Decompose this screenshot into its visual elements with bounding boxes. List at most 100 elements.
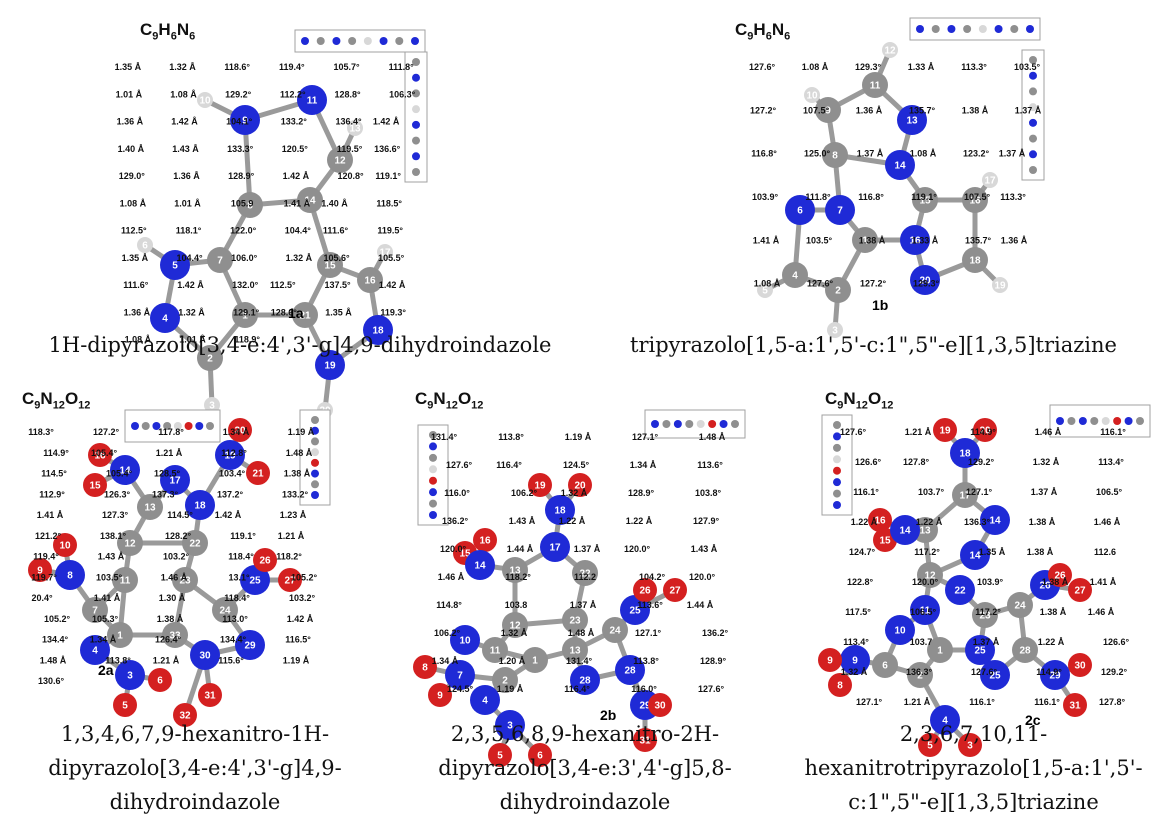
- svg-text:7: 7: [217, 256, 223, 267]
- svg-text:5: 5: [172, 261, 178, 272]
- measurement-label: 128.8°: [334, 89, 361, 99]
- measurement-label: 103.2°: [289, 593, 316, 603]
- molecule-1a-diagram: 9111210138147121155423616171819201.35 Å1…: [115, 29, 428, 418]
- measurement-label: 127.1°: [635, 628, 662, 638]
- measurement-label: 128.9°: [700, 656, 727, 666]
- atom-c-1: 1: [232, 302, 258, 328]
- svg-text:4: 4: [162, 314, 168, 325]
- measurement-label: 103.5°: [96, 572, 123, 582]
- measurement-label: 137.3°: [152, 489, 179, 499]
- measurement-label: 1.36 Å: [124, 307, 151, 317]
- svg-text:3: 3: [507, 721, 513, 732]
- svg-text:18: 18: [372, 326, 384, 337]
- atom-o-5: 5: [918, 733, 942, 757]
- measurement-label: 129.3°: [913, 279, 940, 289]
- svg-text:11: 11: [920, 606, 931, 617]
- atom-n-6: 6: [785, 195, 815, 225]
- measurement-label: 133.3°: [227, 144, 254, 154]
- svg-text:20: 20: [919, 276, 931, 287]
- atom-c-1: 1: [107, 622, 133, 648]
- svg-text:30: 30: [654, 701, 666, 712]
- svg-text:14: 14: [894, 161, 906, 172]
- measurement-label: 103.8°: [695, 488, 722, 498]
- measurement-label: 135.7°: [909, 105, 936, 115]
- atom-o-20: 20: [568, 473, 592, 497]
- measurement-label: 131.4°: [431, 432, 458, 442]
- measurement-label: 105.3°: [92, 614, 119, 624]
- atom-o-6: 6: [148, 668, 172, 692]
- measurement-label: 103.9°: [752, 192, 779, 202]
- measurement-label: 129.2°: [968, 457, 995, 467]
- measurement-label: 116.8°: [858, 192, 884, 202]
- svg-text:18: 18: [969, 256, 981, 267]
- svg-text:29: 29: [244, 641, 256, 652]
- measurement-label: 106.5°: [910, 607, 937, 617]
- measurement-label: 137.5°: [324, 280, 351, 290]
- measurement-label: 133.2°: [281, 117, 308, 127]
- measurement-label: 20.4°: [31, 593, 53, 603]
- measurement-label: 111.6°: [323, 226, 349, 236]
- atom-o-15: 15: [83, 473, 107, 497]
- svg-text:21: 21: [299, 311, 311, 322]
- measurement-label: 1.21 Å: [904, 697, 931, 707]
- svg-text:8: 8: [67, 571, 73, 582]
- atom-o-31: 31: [633, 728, 657, 752]
- measurement-label: 127.6°: [446, 460, 473, 470]
- atom-c-1: 1: [852, 227, 878, 253]
- svg-text:23: 23: [179, 576, 191, 587]
- measurement-label: 116.4°: [564, 684, 590, 694]
- svg-text:12: 12: [884, 46, 896, 57]
- atom-o-26: 26: [253, 548, 277, 572]
- atom-n-14: 14: [110, 455, 140, 485]
- measurement-label: 130.6°: [38, 676, 65, 686]
- svg-text:6: 6: [537, 751, 543, 762]
- atom-c-12: 12: [117, 530, 143, 556]
- measurement-label: 127.6°: [840, 427, 867, 437]
- atom-o-9: 9: [818, 648, 842, 672]
- measurement-label: 103.8: [505, 600, 528, 610]
- svg-text:16: 16: [874, 516, 886, 527]
- measurement-label: 122.8°: [847, 577, 874, 587]
- atom-n-28b: 28: [570, 665, 600, 695]
- measurement-label: 118.2°: [505, 572, 531, 582]
- measurement-label: 112.2°: [280, 89, 306, 99]
- caption-2b: 2,3,5,6,8,9-hexanitro-2H- dipyrazolo[3,4…: [438, 722, 732, 814]
- atom-c-8: 8: [822, 142, 848, 168]
- atom-c-22: 22: [182, 530, 208, 556]
- measurement-label: 1.21 Å: [153, 655, 180, 665]
- atom-n-5: 5: [160, 250, 190, 280]
- measurement-label: 1.32 Å: [1033, 457, 1060, 467]
- svg-text:4: 4: [792, 271, 798, 282]
- side-view-vertical: [404, 51, 428, 183]
- measurement-label: 1.36 Å: [173, 171, 200, 181]
- measurement-label: 116.1°: [853, 487, 879, 497]
- svg-text:19: 19: [224, 451, 236, 462]
- panel-1a: C9H6N6 911121013814712115542361617181920…: [0, 0, 580, 418]
- svg-text:26: 26: [639, 586, 651, 597]
- svg-text:15: 15: [89, 481, 101, 492]
- atom-o-27: 27: [663, 578, 687, 602]
- atom-n-4: 4: [150, 303, 180, 333]
- svg-text:28: 28: [1019, 646, 1031, 657]
- measurement-label: 120.0°: [624, 544, 651, 554]
- atom-n-29: 29: [1040, 660, 1070, 690]
- measurement-label: 103.4°: [219, 469, 246, 479]
- measurement-label: 133.2°: [282, 489, 309, 499]
- measurement-label: 118.3°: [28, 427, 54, 437]
- measurement-label: 113.4°: [1098, 457, 1124, 467]
- atom-o-31: 31: [198, 683, 222, 707]
- measurement-label: 1.41 Å: [1090, 577, 1117, 587]
- measurement-label: 1.37 Å: [857, 149, 884, 159]
- formula-2a: C9N12O12: [22, 389, 91, 412]
- measurement-label: 1.37 Å: [999, 149, 1026, 159]
- measurement-label: 1.42 Å: [177, 280, 204, 290]
- atom-o-5: 5: [488, 743, 512, 767]
- atom-n-7: 7: [445, 660, 475, 690]
- measurement-label: 1.38 Å: [1040, 607, 1067, 617]
- measurement-label: 1.34 Å: [630, 460, 657, 470]
- svg-text:8: 8: [247, 201, 253, 212]
- atom-c-9: 9: [815, 97, 841, 123]
- svg-text:2: 2: [835, 286, 841, 297]
- atom-n-17: 17: [540, 532, 570, 562]
- svg-text:20: 20: [574, 481, 586, 492]
